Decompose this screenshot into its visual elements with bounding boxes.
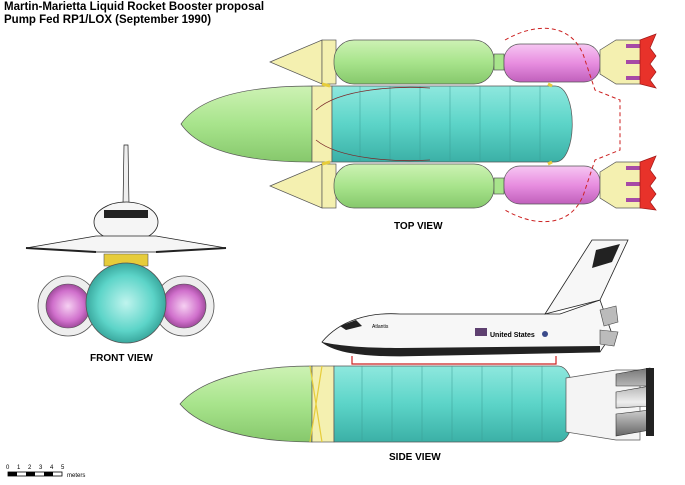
scale-tick: 1	[17, 465, 21, 471]
cockpit-windows	[340, 320, 362, 330]
lox-tank-nose	[179, 365, 313, 443]
et-intertank	[311, 85, 333, 163]
orbiter-belly-tiles	[322, 342, 600, 356]
booster-nozzles	[615, 367, 651, 437]
orbiter-tail-fin	[122, 144, 130, 206]
nozzle-exits	[646, 368, 654, 436]
et-intertank	[311, 365, 335, 443]
rp1-tank	[333, 39, 495, 85]
booster-nose-fairing	[269, 39, 323, 85]
engine-plume	[639, 155, 657, 211]
intertank-struts	[309, 365, 323, 443]
external-tank-top	[180, 85, 573, 163]
orbiter-side: Atlantis United States	[321, 239, 629, 365]
booster-nose-fairing	[269, 163, 323, 209]
scale-tick: 3	[39, 465, 43, 471]
orbiter-attach-struts	[351, 356, 557, 365]
side-view: Atlantis United States	[179, 239, 654, 443]
orbiter-cockpit-windows	[104, 210, 148, 218]
engine-plume	[639, 33, 657, 89]
intertank	[493, 53, 505, 71]
lox-tank-nose	[180, 85, 313, 163]
scale-bar	[7, 471, 63, 477]
external-tank-side	[179, 365, 654, 443]
title-line-2: Pump Fed RP1/LOX (September 1990)	[4, 14, 212, 26]
lower-booster	[269, 155, 657, 211]
scale-tick: 0	[6, 465, 10, 471]
lh2-tank	[333, 365, 575, 443]
tail-fin-tip	[592, 244, 620, 268]
orbiter-flag-text: United States	[490, 332, 535, 339]
orbiter-engines	[599, 305, 619, 347]
nasa-logo	[542, 331, 548, 337]
scale-segment	[44, 472, 53, 476]
top-view	[180, 27, 657, 223]
feed-lines	[626, 44, 640, 80]
tank-ring-frames	[359, 86, 541, 162]
feed-lines	[626, 166, 640, 202]
top-view-label: TOP VIEW	[394, 221, 443, 232]
scale-tick: 2	[28, 465, 32, 471]
front-view-label: FRONT VIEW	[90, 353, 153, 364]
scale-tick: 4	[50, 465, 54, 471]
lh2-tank	[331, 85, 573, 163]
scale-tick: 5	[61, 465, 65, 471]
scale-segment	[8, 472, 17, 476]
wing-leading-edge	[25, 247, 227, 253]
side-view-label: SIDE VIEW	[389, 452, 441, 463]
orbiter-outline-hidden	[315, 87, 431, 162]
flag-stripes	[475, 328, 487, 336]
right-booster-lox-dome	[161, 283, 207, 329]
intertank	[493, 177, 505, 195]
attach-structure	[103, 253, 149, 267]
upper-booster	[269, 33, 657, 89]
us-flag	[475, 328, 487, 336]
orbiter-name-text: Atlantis	[372, 324, 389, 330]
attach-struts	[321, 82, 553, 166]
title-line-1: Martin-Marietta Liquid Rocket Booster pr…	[4, 1, 265, 13]
scale-unit: meters	[67, 473, 85, 479]
scale-segment	[26, 472, 35, 476]
front-view	[25, 144, 227, 344]
left-booster-lox-dome	[45, 283, 91, 329]
rp1-tank	[333, 163, 495, 209]
external-tank-dome	[85, 262, 167, 344]
lox-tank	[503, 165, 601, 205]
diagram-title: Martin-Marietta Liquid Rocket Booster pr…	[4, 1, 264, 27]
tank-ring-frames	[361, 366, 543, 442]
